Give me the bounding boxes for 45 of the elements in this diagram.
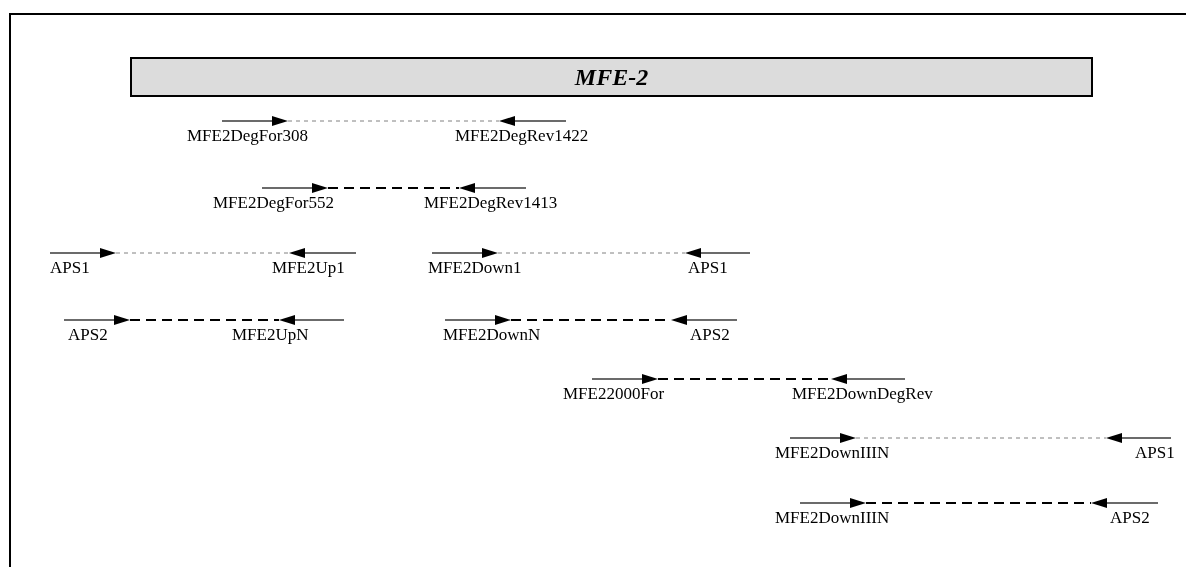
- primer-label: APS1: [50, 259, 90, 276]
- primer-label: MFE2Up1: [272, 259, 345, 276]
- primer-arrow: [1091, 495, 1158, 511]
- primer-label: MFE22000For: [563, 385, 665, 402]
- dashed-connector: [129, 319, 280, 321]
- primer-arrow: [790, 430, 856, 446]
- primer-label: MFE2DownIIIN: [775, 444, 890, 461]
- dashed-connector: [855, 437, 1107, 439]
- primer-arrow: [685, 245, 750, 261]
- primer-label: APS2: [1110, 509, 1150, 526]
- gene-bar: [130, 57, 1093, 97]
- dashed-connector: [287, 120, 500, 122]
- dashed-connector: [865, 502, 1092, 504]
- primer-label: MFE2DegFor308: [187, 127, 308, 144]
- primer-label: APS1: [1135, 444, 1175, 461]
- primer-arrow: [592, 371, 658, 387]
- primer-label: MFE2DownDegRev: [792, 385, 933, 402]
- primer-arrow: [445, 312, 511, 328]
- primer-arrow: [831, 371, 905, 387]
- primer-arrow: [800, 495, 866, 511]
- primer-arrow: [289, 245, 356, 261]
- primer-label: MFE2DegRev1422: [455, 127, 589, 144]
- primer-label: APS2: [68, 326, 108, 343]
- dashed-connector: [327, 187, 460, 189]
- primer-arrow: [262, 180, 328, 196]
- primer-label: MFE2DownIIIN: [775, 509, 890, 526]
- primer-arrow: [499, 113, 566, 129]
- primer-label: APS2: [690, 326, 730, 343]
- gene-name: MFE-2: [574, 65, 649, 89]
- primer-arrow: [432, 245, 498, 261]
- primer-label: MFE2DownN: [443, 326, 541, 343]
- primer-label: MFE2Down1: [428, 259, 522, 276]
- primer-arrow: [671, 312, 737, 328]
- primer-arrow: [50, 245, 116, 261]
- primer-label: APS1: [688, 259, 728, 276]
- primer-arrow: [64, 312, 130, 328]
- primer-label: MFE2DegRev1413: [424, 194, 558, 211]
- primer-arrow: [279, 312, 344, 328]
- dashed-connector: [115, 252, 290, 254]
- dashed-connector: [497, 252, 686, 254]
- primer-arrow: [1106, 430, 1171, 446]
- primer-label: MFE2DegFor552: [213, 194, 334, 211]
- primer-label: MFE2UpN: [232, 326, 309, 343]
- primer-arrow: [459, 180, 526, 196]
- primer-arrow: [222, 113, 288, 129]
